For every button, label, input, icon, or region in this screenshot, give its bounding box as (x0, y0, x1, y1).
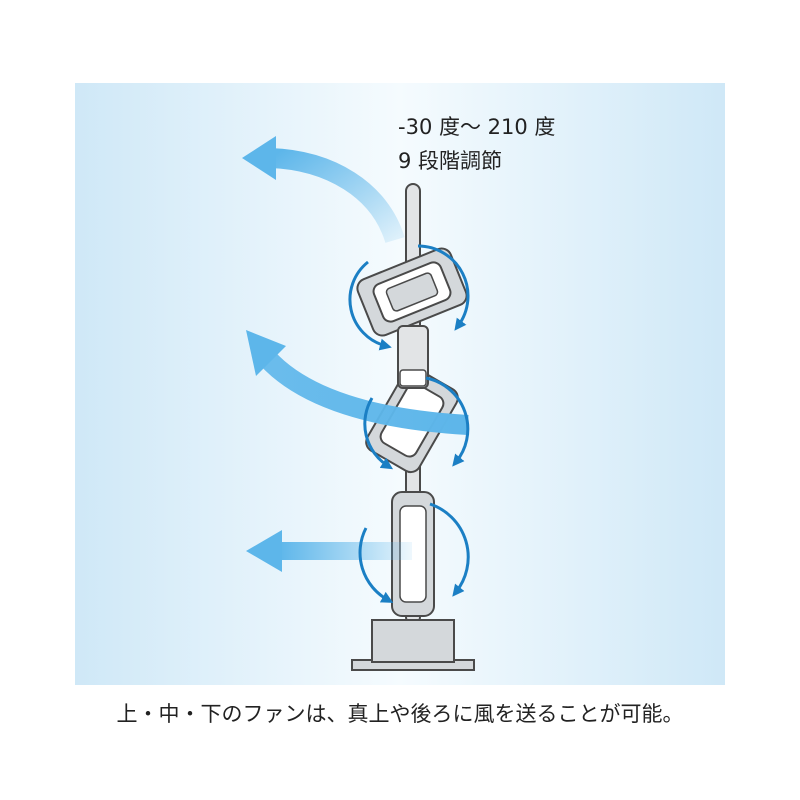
airflow-arrow-top (242, 136, 405, 244)
caption-text: 上・中・下のファンは、真上や後ろに風を送ることが可能。 (116, 702, 684, 726)
bottom-fan-head (391, 491, 435, 617)
pole-joint-collar (399, 369, 427, 387)
airflow-arrow-middle (246, 330, 469, 435)
fan-base (351, 619, 475, 671)
step-count-label: 9 段階調節 (398, 149, 503, 173)
rotation-arrow-bottom (358, 502, 470, 603)
rotation-arrow-top (348, 244, 470, 351)
angle-range-label: -30 度〜 210 度 (398, 115, 556, 139)
airflow-arrow-bottom (246, 530, 412, 572)
rotation-arrow-middle (363, 376, 470, 470)
top-fan-head (356, 247, 468, 337)
